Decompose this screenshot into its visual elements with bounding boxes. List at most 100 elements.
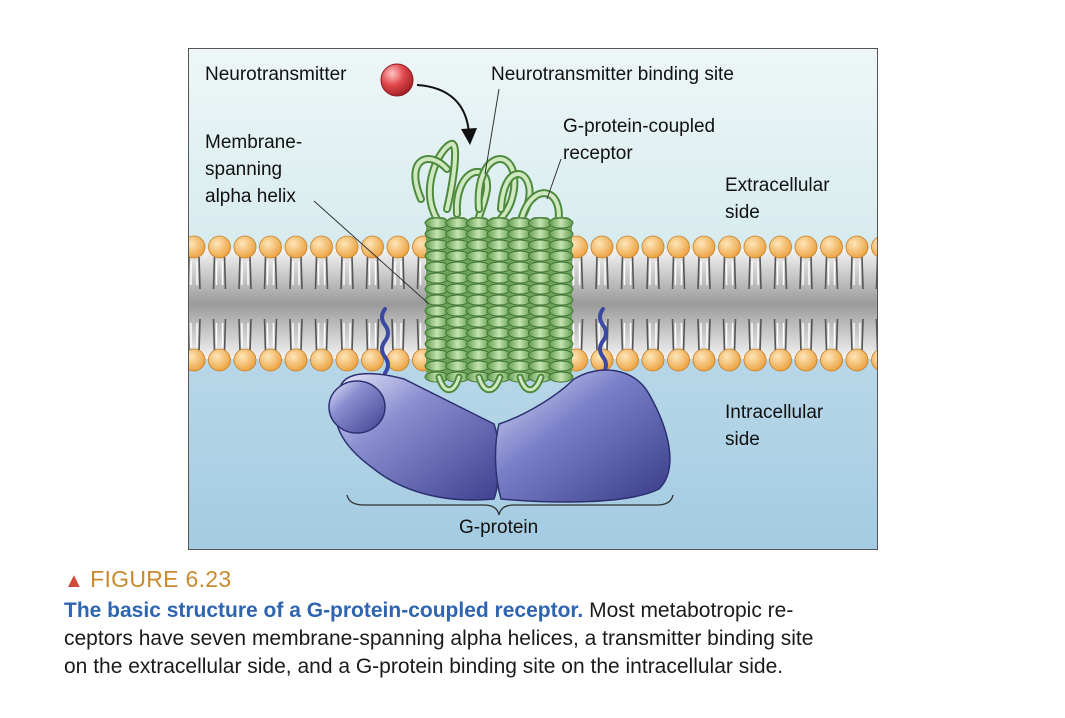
- alpha-helix: [445, 217, 471, 383]
- lipid-head: [259, 235, 282, 259]
- lipid-head: [794, 348, 818, 372]
- alpha-helix: [486, 217, 512, 383]
- lipid-head: [208, 348, 231, 372]
- lipid-tail: [824, 318, 839, 352]
- leader-receptor: [546, 158, 562, 200]
- lipid-head: [208, 235, 231, 259]
- lipid-tail-highlight: [266, 261, 275, 285]
- figure-panel: Neurotransmitter Neurotransmitter bindin…: [188, 48, 878, 550]
- figure-caption: The basic structure of a G-protein-coupl…: [64, 597, 1024, 681]
- lipid-tail: [620, 318, 635, 352]
- lipid-tail-highlight: [241, 261, 249, 285]
- lipid-tail-highlight: [572, 323, 581, 347]
- arrowhead: [461, 128, 477, 145]
- lipid-tail-highlight: [368, 323, 377, 347]
- lipid-tail-highlight: [674, 261, 683, 285]
- lipid-tail-highlight: [802, 323, 810, 347]
- lipid-tail: [212, 318, 227, 352]
- lipid-anchor: [598, 307, 608, 375]
- g-protein-small-subunit: [328, 380, 386, 434]
- lipid-tail-highlight: [725, 261, 734, 285]
- lipid-tail: [189, 256, 201, 290]
- lipid-head: [692, 235, 716, 259]
- lipid-head: [189, 348, 206, 372]
- lipid-tail-highlight: [394, 323, 402, 347]
- lipid-tail: [595, 256, 609, 290]
- lipid-tail: [263, 318, 278, 352]
- lipid-head: [189, 235, 206, 259]
- lipid-head: [718, 348, 741, 372]
- lipid-head: [667, 348, 690, 372]
- lipid-head: [743, 348, 767, 372]
- lipid-tail-highlight: [776, 261, 785, 285]
- lipid-head: [233, 348, 257, 372]
- lipid-tail: [263, 256, 278, 290]
- lipid-tail: [850, 318, 864, 352]
- lipid-tail: [799, 256, 813, 290]
- lipid-tail-highlight: [776, 323, 785, 347]
- helix-turn: [548, 371, 574, 383]
- lipid-tail: [773, 256, 788, 290]
- lipid-tail-highlight: [343, 261, 351, 285]
- lipid-tail: [620, 256, 635, 290]
- label-intracellular: Intracellular side: [725, 402, 824, 450]
- lipid-tail: [238, 256, 252, 290]
- g-protein-anchors: [380, 307, 608, 375]
- lipid-tail: [671, 256, 686, 290]
- lipid-head: [259, 348, 282, 372]
- lipid-tail-highlight: [751, 261, 759, 285]
- figure-number: ▲FIGURE 6.23: [64, 566, 231, 593]
- lipid-tail: [314, 318, 329, 352]
- lipid-tail-highlight: [317, 323, 326, 347]
- lipid-tail: [238, 318, 252, 352]
- lipid-tail-highlight: [623, 261, 632, 285]
- lipid-tail-highlight: [598, 261, 606, 285]
- lipid-tail-highlight: [266, 323, 275, 347]
- lipid-tail: [850, 256, 864, 290]
- lipid-tail-highlight: [572, 261, 581, 285]
- lipid-head: [284, 235, 308, 259]
- lipid-tail-highlight: [317, 261, 326, 285]
- alpha-helix: [465, 217, 491, 383]
- lipid-tail-highlight: [827, 261, 836, 285]
- lipid-head: [718, 235, 741, 259]
- lipid-head: [871, 237, 877, 257]
- lipid-anchor: [380, 307, 390, 375]
- extracellular-loop-highlight: [427, 142, 458, 221]
- lipid-tail: [773, 318, 788, 352]
- lipid-head: [616, 235, 639, 259]
- lipid-tail: [391, 256, 405, 290]
- lipid-tail-highlight: [700, 261, 708, 285]
- label-binding-site: Neurotransmitter binding site: [491, 64, 734, 85]
- helix-turn: [548, 228, 574, 240]
- lipid-tail-highlight: [802, 261, 810, 285]
- intracellular-loop-highlight: [477, 375, 502, 392]
- alpha-helix: [548, 217, 574, 383]
- helix-turn: [548, 294, 574, 306]
- lipid-tail: [697, 318, 711, 352]
- lipid-tail: [748, 256, 762, 290]
- lipid-head: [284, 348, 308, 372]
- lipid-head: [361, 235, 384, 259]
- lipid-head: [820, 235, 843, 259]
- lipid-tail-highlight: [700, 323, 708, 347]
- lipid-head: [743, 235, 767, 259]
- lipid-tail-highlight: [292, 261, 300, 285]
- lipid-head: [310, 235, 333, 259]
- lipid-head: [692, 348, 716, 372]
- lipid-tail: [314, 256, 329, 290]
- lipid-head: [845, 235, 869, 259]
- lipid-head: [361, 348, 384, 372]
- lipid-head: [335, 348, 359, 372]
- lipid-head: [667, 235, 690, 259]
- lipid-tail: [722, 318, 737, 352]
- lipid-tail: [671, 318, 686, 352]
- lipid-tail: [875, 256, 877, 290]
- g-protein-coupled-receptor: [411, 140, 574, 394]
- leader-alpha-helix: [313, 200, 430, 305]
- label-neurotransmitter: Neurotransmitter: [205, 64, 347, 85]
- lipid-tail-highlight: [215, 323, 224, 347]
- lipid-tail: [212, 256, 227, 290]
- lipid-head: [845, 348, 869, 372]
- intracellular-loop-highlight: [437, 375, 461, 392]
